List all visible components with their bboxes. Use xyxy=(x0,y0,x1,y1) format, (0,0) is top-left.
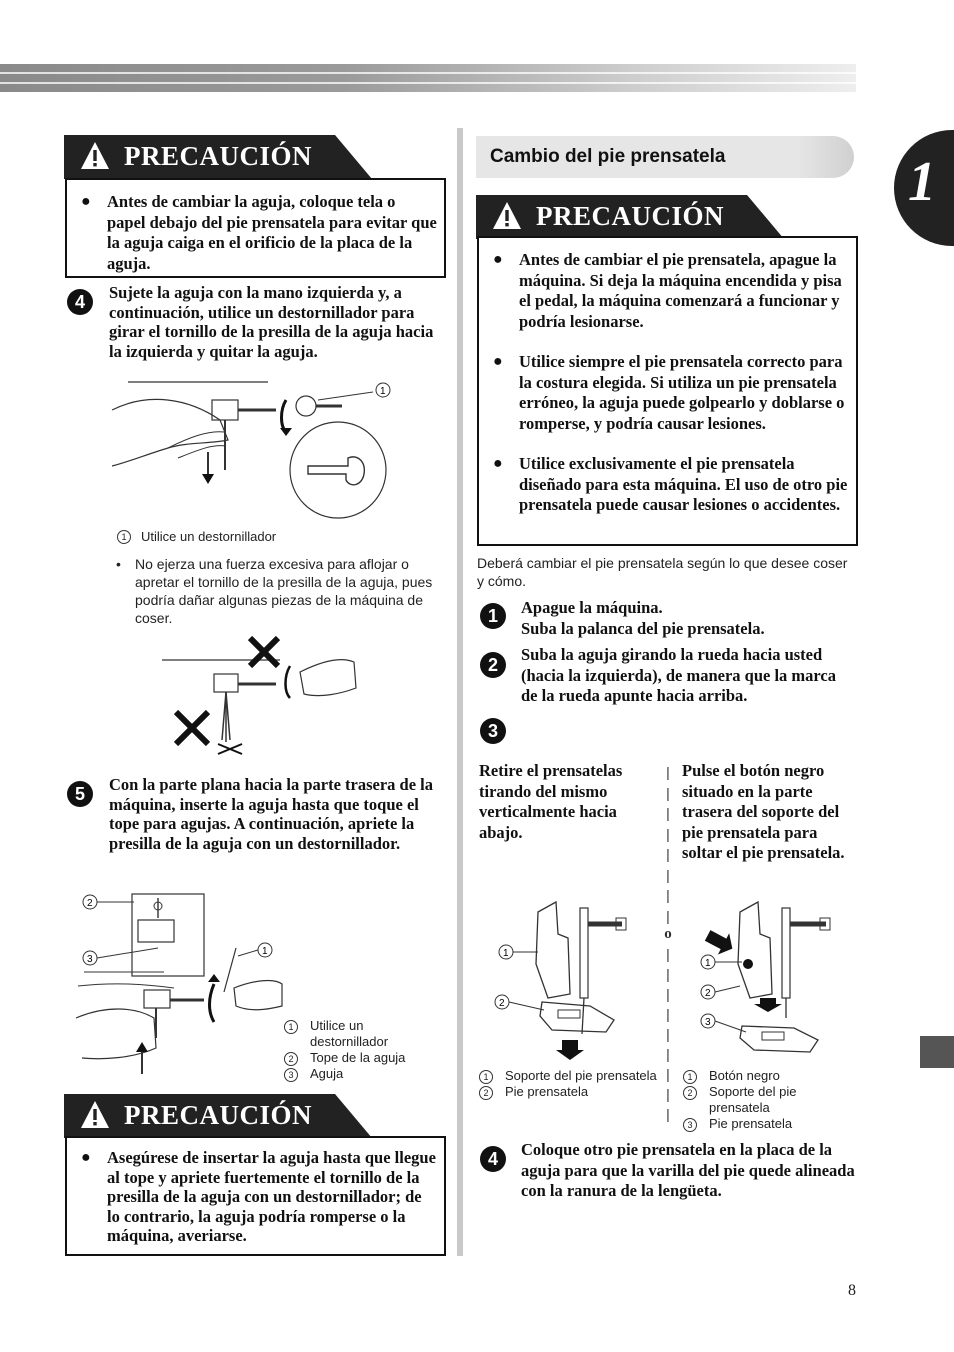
warning-icon xyxy=(81,1101,109,1128)
step-number: 3 xyxy=(480,718,506,744)
caution-item: ●Asegúrese de insertar la aguja hasta qu… xyxy=(81,1148,436,1245)
step-text: Apague la máquina.Suba la palanca del pi… xyxy=(521,598,765,638)
option-divider: |||||||| xyxy=(666,764,670,924)
chapter-tab: 1 xyxy=(894,130,954,246)
caution-item: ●Antes de cambiar la aguja, coloque tela… xyxy=(81,192,437,273)
callout-3: 3 xyxy=(87,954,93,965)
caution-item: ●Utilice siempre el pie prensatela corre… xyxy=(493,352,845,433)
step-text: Coloque otro pie prensatela en la placa … xyxy=(521,1140,855,1200)
cross-icon xyxy=(247,635,281,669)
needle-insertion-illustration: 2 3 1 xyxy=(75,893,283,1074)
step-number: 4 xyxy=(67,289,93,315)
caution-title: PRECAUCIÓN xyxy=(536,201,725,231)
option-b-text: Pulse el botón negro situado en la parte… xyxy=(682,761,845,862)
step-text: Con la parte plana hacia la parte traser… xyxy=(109,775,434,853)
caution-title: PRECAUCIÓN xyxy=(124,1100,313,1130)
intro-text: Deberá cambiar el pie prensatela según l… xyxy=(477,555,848,589)
caution-title: PRECAUCIÓN xyxy=(124,141,313,171)
warning-icon xyxy=(81,142,109,169)
bullet: • xyxy=(116,556,121,572)
callout-1: 1 xyxy=(705,958,711,969)
section-title: Cambio del pie prensatela xyxy=(490,146,726,167)
callout-2: 2 xyxy=(87,898,93,909)
caution-box: ●Antes de cambiar la aguja, coloque tela… xyxy=(65,178,446,278)
column-divider xyxy=(457,128,463,1256)
callout-1: 1 xyxy=(380,386,386,397)
side-marker xyxy=(920,1036,954,1068)
callout-2: 2 xyxy=(705,988,711,999)
presser-foot-removal-illustration: 1 2 xyxy=(494,900,627,1060)
caution-title-bar: PRECAUCIÓN xyxy=(64,1094,372,1138)
cross-icon xyxy=(173,709,211,747)
wrong-technique-illustration xyxy=(162,635,357,755)
step-text: Sujete la aguja con la mano izquierda y,… xyxy=(109,283,434,361)
page-number: 8 xyxy=(848,1282,856,1299)
chapter-number: 1 xyxy=(908,151,936,213)
step-number: 2 xyxy=(480,652,506,678)
or-label: o xyxy=(664,926,672,942)
step-text: Suba la aguja girando la rueda hacia ust… xyxy=(521,645,836,705)
caution-title-bar: PRECAUCIÓN xyxy=(64,135,372,179)
step-number: 4 xyxy=(480,1146,506,1172)
section-title-bar: Cambio del pie prensatela xyxy=(476,136,854,178)
callout-1: 1 xyxy=(262,946,268,957)
caution-box: ●Antes de cambiar el pie prensatela, apa… xyxy=(477,236,858,546)
caution-item: ●Utilice exclusivamente el pie prensatel… xyxy=(493,454,848,514)
note-text: No ejerza una fuerza excesiva para afloj… xyxy=(135,556,433,626)
needle-removal-illustration: 1 xyxy=(111,381,391,519)
caution-title-bar: PRECAUCIÓN xyxy=(476,195,784,239)
presser-foot-button-illustration: 1 2 3 xyxy=(700,900,831,1053)
caution-box: ●Asegúrese de insertar la aguja hasta qu… xyxy=(65,1136,446,1256)
warning-icon xyxy=(493,202,521,229)
caution-item: ●Antes de cambiar el pie prensatela, apa… xyxy=(493,250,842,331)
callout-1: 1 xyxy=(503,948,509,959)
callout-3: 3 xyxy=(705,1017,711,1028)
step-number: 1 xyxy=(480,603,506,629)
step-number: 5 xyxy=(67,781,93,807)
header-band xyxy=(0,64,856,92)
option-divider: ||||||||| xyxy=(666,946,670,1122)
callout-2: 2 xyxy=(499,998,505,1009)
option-a-text: Retire el prensatelas tirando del mismo … xyxy=(479,761,623,842)
